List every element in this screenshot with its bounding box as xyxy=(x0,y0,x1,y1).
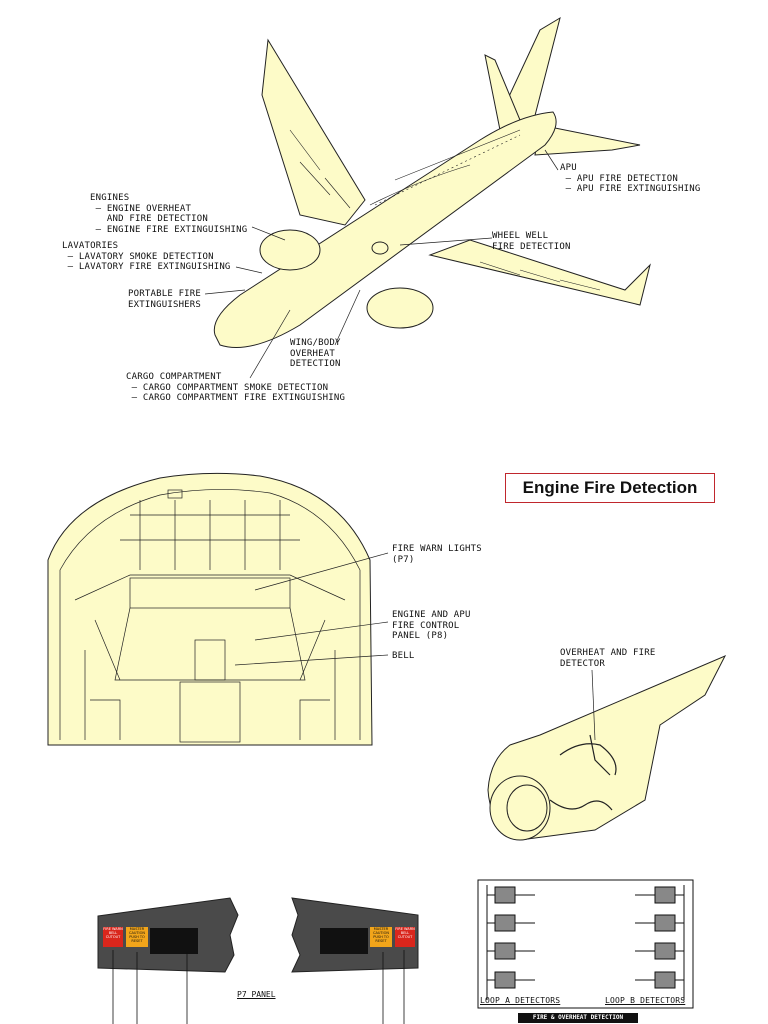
wheel-well-label: WHEEL WELL FIRE DETECTION xyxy=(492,231,571,252)
fire-control-panel-label: ENGINE AND APU FIRE CONTROL PANEL (P8) xyxy=(392,610,471,641)
engines-label: ENGINES – ENGINE OVERHEAT AND FIRE DETEC… xyxy=(90,193,248,235)
cargo-compartment-label: CARGO COMPARTMENT – CARGO COMPARTMENT SM… xyxy=(126,372,346,403)
detector-unit xyxy=(494,942,516,960)
left-wing xyxy=(261,38,366,226)
right-fire-warn-lamp[interactable]: FIRE WARN BELL CUTOUT xyxy=(395,927,415,947)
portable-extinguishers-label: PORTABLE FIRE EXTINGUISHERS xyxy=(128,289,202,310)
wing-body-overheat-label: WING/BODY OVERHEAT DETECTION xyxy=(290,338,341,369)
left-fire-warn-lamp[interactable]: FIRE WARN BELL CUTOUT xyxy=(103,927,123,947)
wheel-well xyxy=(371,241,389,255)
overheat-fire-detector-label: OVERHEAT AND FIRE DETECTOR xyxy=(560,648,656,669)
left-engine xyxy=(259,229,321,271)
detector-unit xyxy=(494,914,516,932)
right-master-caution-lamp[interactable]: MASTER CAUTION PUSH TO RESET xyxy=(370,927,392,947)
loop-b-label: LOOP B DETECTORS xyxy=(605,996,686,1005)
detector-unit xyxy=(494,886,516,904)
left-master-caution-lamp[interactable]: MASTER CAUTION PUSH TO RESET xyxy=(126,927,148,947)
section-title: Engine Fire Detection xyxy=(505,473,715,503)
detector-unit xyxy=(494,971,516,989)
bell-label: BELL xyxy=(392,651,415,661)
detector-unit xyxy=(654,971,676,989)
p7-panel-label: P7 PANEL xyxy=(237,990,276,999)
detector-unit xyxy=(654,914,676,932)
detector-unit xyxy=(654,942,676,960)
fire-warn-lights-label: FIRE WARN LIGHTS (P7) xyxy=(392,544,482,565)
right-engine xyxy=(366,287,434,329)
lavatories-label: LAVATORIES – LAVATORY SMOKE DETECTION – … xyxy=(62,241,231,272)
fire-overheat-detection-bar: FIRE & OVERHEAT DETECTION xyxy=(518,1013,638,1023)
fuselage xyxy=(213,111,557,348)
apu-label: APU – APU FIRE DETECTION – APU FIRE EXTI… xyxy=(560,163,701,194)
detector-unit xyxy=(654,886,676,904)
loop-a-label: LOOP A DETECTORS xyxy=(480,996,561,1005)
